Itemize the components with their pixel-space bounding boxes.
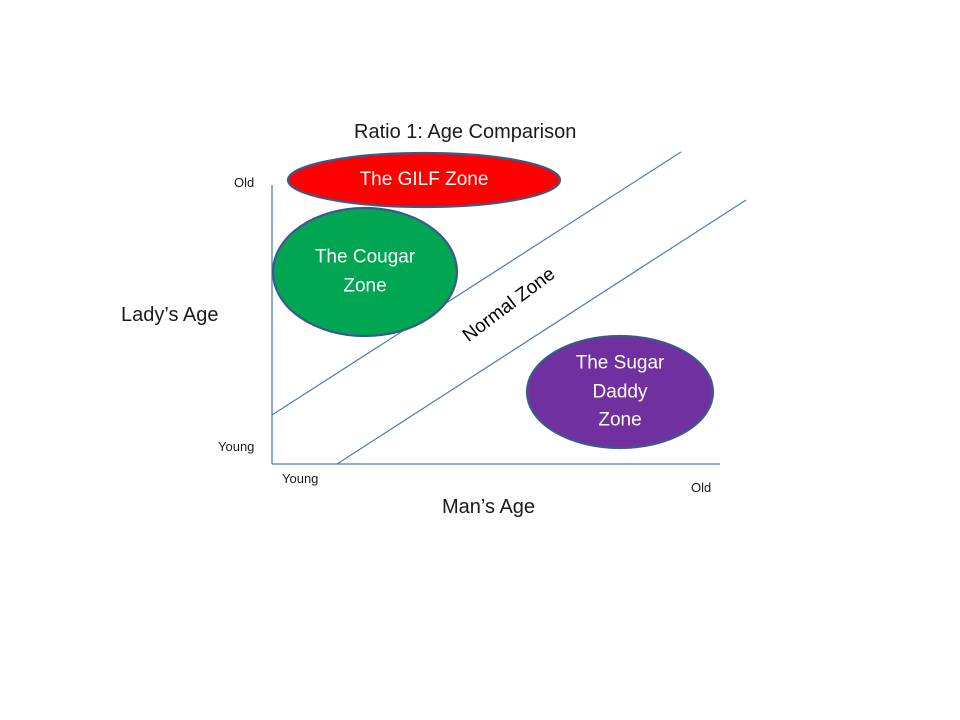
sugar-daddy-zone-label-line-2: Daddy <box>592 380 648 402</box>
y-axis-tick-old: Old <box>234 175 255 190</box>
gilf-zone-label-line-1: The GILF Zone <box>359 168 489 190</box>
sugar-daddy-zone-label-line-3: Zone <box>598 409 642 431</box>
gilf-zone-ellipse <box>286 151 562 209</box>
sugar-daddy-zone-ellipse <box>525 334 715 450</box>
y-axis-tick-young: Young <box>218 439 255 454</box>
diagram-title: Ratio 1: Age Comparison <box>354 121 577 143</box>
cougar-zone-label: The Cougar Zone <box>315 244 415 301</box>
cougar-zone-label-line-1: The Cougar <box>314 246 416 268</box>
gilf-zone-label: The GILF Zone <box>360 166 489 195</box>
normal-zone-upper-boundary <box>271 151 682 416</box>
x-axis-title: Man’s Age <box>442 496 536 518</box>
x-axis-tick-young: Young <box>282 471 319 486</box>
x-axis-tick-old: Old <box>691 480 712 495</box>
sugar-daddy-zone-label: The Sugar Daddy Zone <box>576 349 665 435</box>
normal-zone-lower-boundary <box>336 199 747 465</box>
sugar-daddy-zone-label-line-1: The Sugar <box>575 352 665 374</box>
cougar-zone-label-line-2: Zone <box>343 275 387 296</box>
cougar-zone-ellipse <box>271 206 459 338</box>
y-axis-title: Lady’s Age <box>121 304 219 326</box>
